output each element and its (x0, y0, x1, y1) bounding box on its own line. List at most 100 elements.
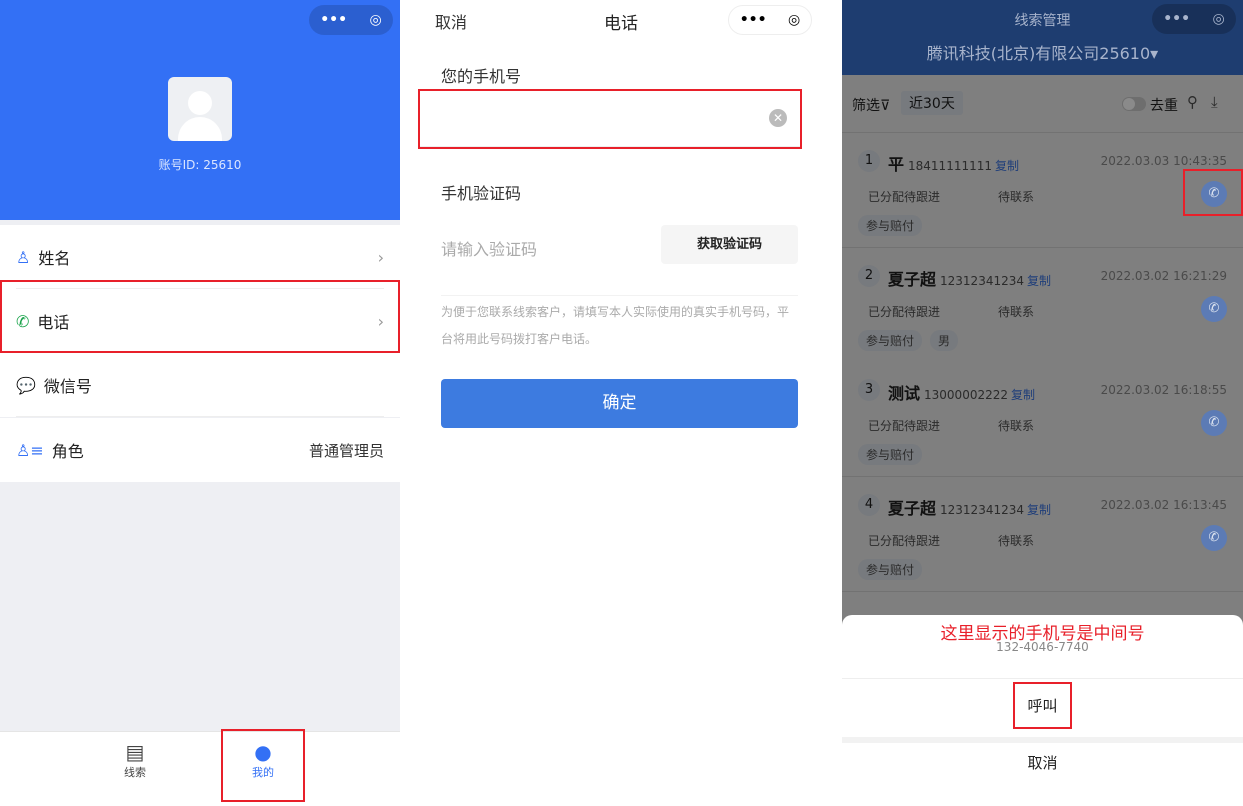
lead-phone: 12312341234 (940, 273, 1024, 288)
lead-status: 已分配待跟进 (868, 533, 941, 548)
close-circle-icon[interactable]: ◎ (369, 12, 382, 28)
clear-icon[interactable]: ✕ (769, 109, 787, 127)
tab-mine[interactable]: ● 我的 (228, 740, 298, 780)
tag-list: 参与赔付 (858, 215, 923, 236)
more-icon[interactable]: ••• (739, 12, 767, 28)
lead-time: 2022.03.02 16:21:29 (1100, 268, 1227, 283)
call-button[interactable]: 呼叫 (1027, 697, 1058, 715)
profile-panel: •••◎ 账号ID: 25610 ♙姓名› ✆电话› 💬微信号 ♙≡角色普通管理… (0, 0, 400, 806)
lead-time: 2022.03.02 16:13:45 (1100, 497, 1227, 512)
row-label: 姓名 (38, 249, 71, 268)
tab-label: 线索 (124, 766, 146, 779)
range-button[interactable]: 近30天 (901, 91, 963, 115)
lead-number: 4 (858, 493, 880, 516)
chevron-right-icon: › (377, 247, 384, 267)
filter-icon: ⊽ (880, 98, 891, 114)
miniapp-capsule[interactable]: ••• ◎ (1152, 4, 1236, 34)
row-phone[interactable]: ✆电话› (0, 289, 400, 353)
row-label: 角色 (51, 442, 84, 461)
lead-contact: 待联系 (998, 304, 1035, 319)
filter-bar: 筛选⊽ 近30天 去重 ⚲ ⤓ (842, 75, 1243, 133)
tab-leads[interactable]: ▤ 线索 (100, 740, 170, 780)
page-title: 线索管理 (1014, 13, 1071, 29)
lead-phone: 13000002222 (924, 388, 1008, 402)
lead-status: 已分配待跟进 (868, 190, 941, 204)
filter-label: 筛选 (852, 98, 880, 114)
lead-time: 2022.03.02 16:18:55 (1100, 383, 1227, 397)
miniapp-capsule[interactable]: ••• ◎ (728, 5, 812, 35)
action-sheet: 这里显示的手机号是中间号 132-4046-7740 呼叫 取消 (842, 615, 1243, 806)
copy-link[interactable]: 复制 (1011, 388, 1036, 402)
avatar[interactable] (168, 77, 232, 141)
copy-link[interactable]: 复制 (1027, 273, 1052, 288)
row-name[interactable]: ♙ 姓名 › (0, 225, 400, 289)
chevron-right-icon: › (377, 311, 384, 331)
copy-link[interactable]: 复制 (1027, 502, 1052, 517)
row-label: 微信号 (43, 377, 92, 396)
leads-header: 线索管理 腾讯科技(北京)有限公司25610▾ ••• ◎ (842, 0, 1243, 75)
tag-list: 参与赔付男 (858, 329, 959, 351)
phone-call-icon[interactable]: ✆ (1201, 410, 1227, 436)
tab-bar: ▤ 线索 ● 我的 (0, 731, 400, 806)
lead-name: 测试 (888, 384, 921, 403)
phone-label: 您的手机号 (441, 67, 522, 86)
lead-status: 已分配待跟进 (868, 304, 941, 319)
phone-call-icon[interactable]: ✆ (1201, 295, 1227, 322)
person-icon: ● (254, 740, 272, 764)
page-title: 电话 (604, 14, 638, 34)
phone-form-panel: 取消 电话 ••• ◎ 您的手机号 ✕ 手机验证码 请输入验证码 获取验证码 为便… (401, 0, 841, 806)
lead-time: 2022.03.03 10:43:35 (1100, 154, 1227, 168)
phone-call-icon[interactable]: ✆ (1201, 181, 1227, 207)
confirm-button[interactable]: 确定 (441, 379, 798, 428)
miniapp-capsule[interactable]: ••• ◎ (309, 5, 393, 35)
filter-button[interactable]: 筛选⊽ (852, 95, 890, 115)
sheet-cancel-button[interactable]: 取消 (1027, 754, 1058, 772)
phone-input[interactable]: ✕ (420, 91, 800, 147)
row-label: 电话 (37, 313, 70, 332)
lead-contact: 待联系 (998, 533, 1035, 548)
tag: 男 (930, 329, 959, 351)
lead-name: 平 (888, 155, 905, 174)
hint-text: 为便于您联系线索客户，请填写本人实际使用的真实手机号码，平台将用此号码拨打客户电… (441, 305, 790, 346)
tag: 参与赔付 (858, 215, 923, 236)
lead-number: 1 (858, 150, 880, 172)
download-icon[interactable]: ⤓ (1211, 93, 1218, 111)
phone-call-icon[interactable]: ✆ (1201, 524, 1227, 551)
lead-name: 夏子超 (888, 498, 937, 518)
role-icon: ♙≡ (16, 440, 44, 460)
more-icon[interactable]: ••• (1163, 11, 1191, 27)
role-value: 普通管理员 (308, 441, 384, 460)
account-id: 账号ID: 25610 (158, 158, 242, 172)
lead-number: 3 (858, 379, 880, 401)
row-role[interactable]: ♙≡ 角色 普通管理员 (0, 418, 400, 482)
dedupe-toggle[interactable] (1122, 97, 1146, 111)
cancel-button[interactable]: 取消 (435, 13, 468, 32)
list-icon: ▤ (125, 740, 145, 764)
copy-link[interactable]: 复制 (995, 159, 1020, 173)
code-label: 手机验证码 (441, 184, 522, 203)
row-wechat[interactable]: 💬微信号 (0, 353, 400, 417)
close-circle-icon[interactable]: ◎ (1212, 11, 1225, 27)
code-input[interactable]: 请输入验证码 (441, 240, 538, 259)
lead-contact: 待联系 (998, 419, 1035, 433)
close-circle-icon[interactable]: ◎ (788, 12, 801, 28)
lead-phone: 18411111111 (908, 159, 992, 173)
lead-contact: 待联系 (998, 190, 1035, 204)
user-icon: ♙ (16, 247, 31, 267)
lead-phone: 12312341234 (940, 502, 1024, 517)
more-icon[interactable]: ••• (320, 12, 348, 28)
search-icon[interactable]: ⚲ (1187, 93, 1198, 111)
tab-label: 我的 (252, 766, 274, 779)
company-selector[interactable]: 腾讯科技(北京)有限公司25610▾ (842, 40, 1243, 64)
company-name: 腾讯科技(北京)有限公司25610 (926, 44, 1151, 63)
get-code-button[interactable]: 获取验证码 (661, 225, 798, 264)
lead-name: 夏子超 (888, 269, 937, 289)
